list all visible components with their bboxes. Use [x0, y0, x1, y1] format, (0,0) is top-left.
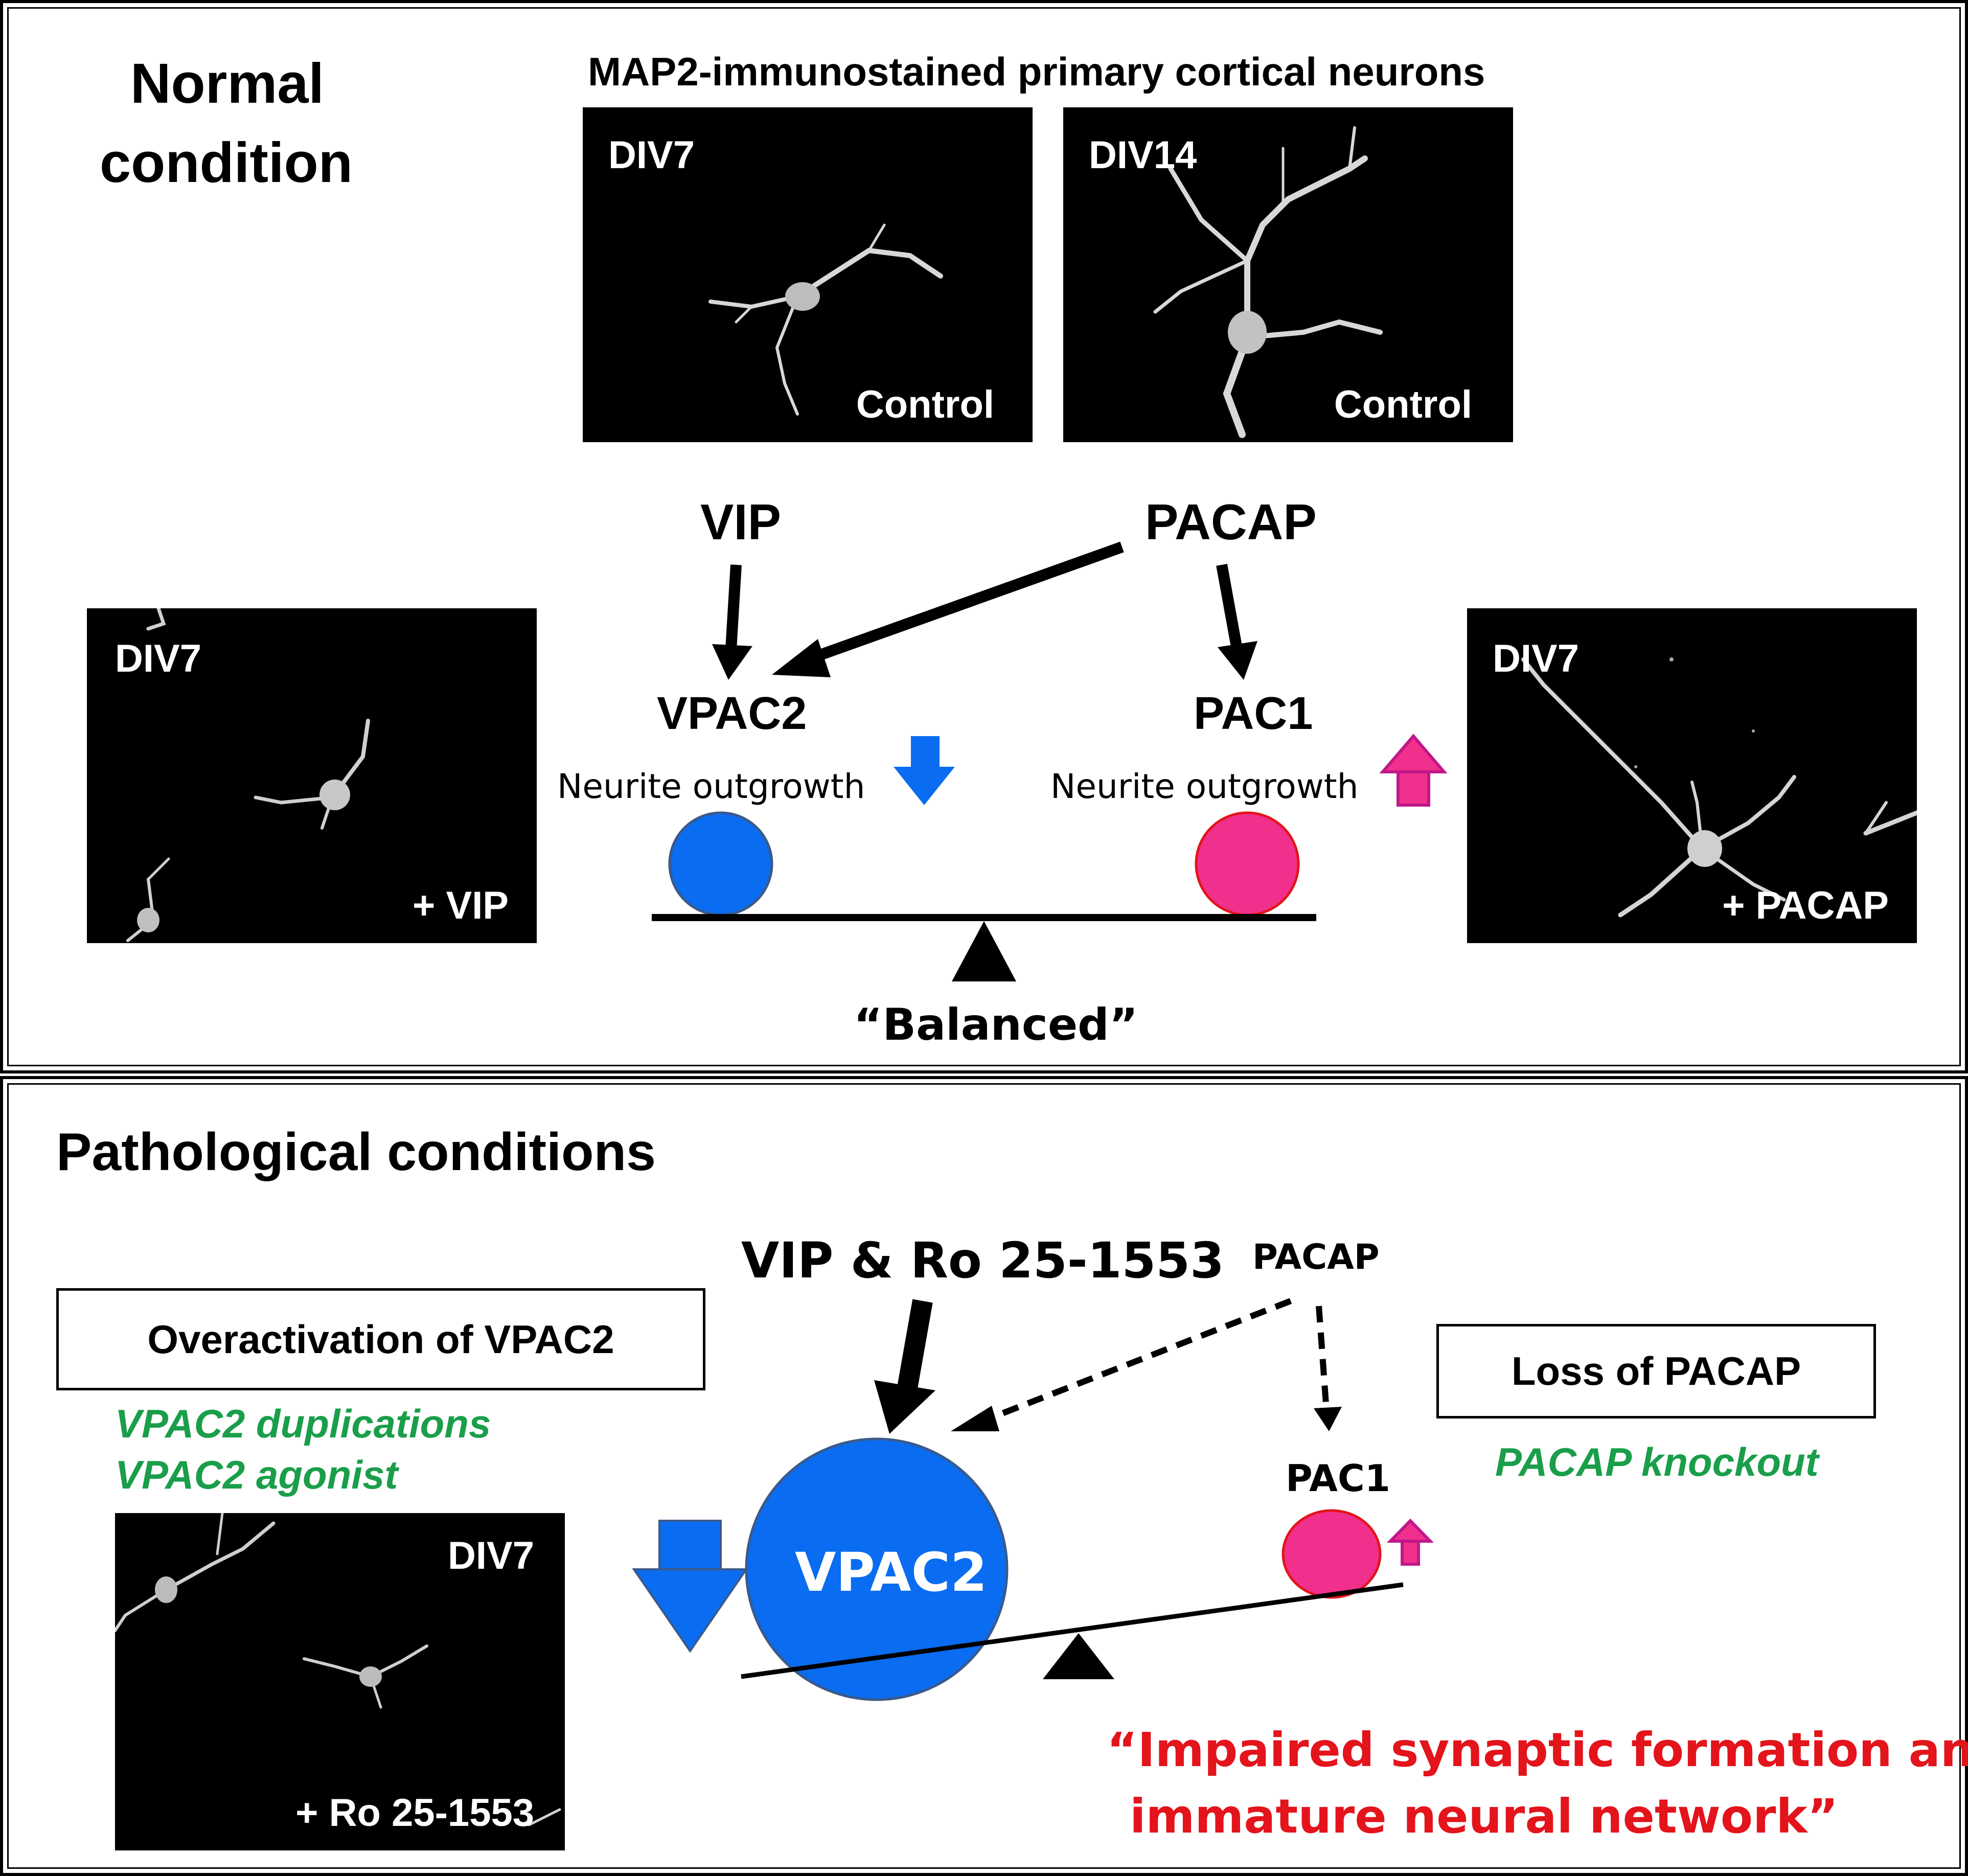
overactivation-box-label: Overactivation of VPAC2: [147, 1316, 614, 1362]
div-label: DIV7: [608, 133, 695, 177]
treatment-label: + Ro 25-1553: [295, 1791, 534, 1835]
ligand-vip-label: VIP: [700, 494, 781, 550]
micrograph-div7-pacap: DIV7 + PACAP: [1467, 608, 1917, 943]
big-down-arrow-icon: [632, 1520, 748, 1653]
normal-title-line2: condition: [100, 131, 353, 194]
receptor-pac1-label: PAC1: [1194, 688, 1313, 739]
pathological-conditions-panel: [0, 1076, 1968, 1876]
ligand-pacap-label: PACAP: [1145, 494, 1317, 550]
cause-right-1: PACAP knockout: [1495, 1439, 1819, 1484]
treatment-label: + VIP: [413, 884, 509, 927]
dashed-arrow-pacap-to-vpac2: [951, 1298, 1292, 1431]
neuron-image: [708, 223, 943, 416]
small-up-arrow-icon: [1386, 1518, 1434, 1566]
effect-left-label: Neurite outgrowth: [557, 767, 865, 806]
normal-title-line1: Normal: [130, 52, 324, 115]
loss-of-pacap-box-label: Loss of PACAP: [1511, 1348, 1801, 1393]
div-label: DIV7: [1493, 637, 1579, 680]
thick-arrow-vip-ro-to-vpac2: [874, 1299, 935, 1434]
ligand-vip-ro-label: VIP & Ro 25-1553: [741, 1232, 1224, 1289]
neuron-image: [1153, 126, 1383, 438]
neuron-image: [126, 608, 370, 942]
micrograph-div14-control: DIV14 Control: [1063, 107, 1513, 442]
fulcrum-triangle: [952, 921, 1016, 981]
cause-left-1: VPAC2 duplications: [115, 1401, 491, 1446]
dashed-arrow-pacap-to-pac1: [1314, 1306, 1342, 1431]
micrograph-heading: MAP2-immunostained primary cortical neur…: [588, 49, 1485, 94]
pathological-title: Pathological conditions: [56, 1123, 656, 1182]
treatment-label: + PACAP: [1722, 884, 1889, 927]
receptor-pac1-small-label: PAC1: [1286, 1457, 1390, 1500]
arrow-vip-to-vpac2: [712, 564, 752, 680]
outcome-line2: immature neural network”: [1130, 1789, 1839, 1844]
overactivation-box: Overactivation of VPAC2: [56, 1288, 705, 1390]
div-label: DIV7: [448, 1534, 534, 1577]
micrograph-div7-control: DIV7 Control: [583, 107, 1033, 442]
micrograph-div7-vip: DIV7 + VIP: [87, 608, 537, 943]
up-arrow-icon: [1379, 734, 1448, 807]
balanced-state-label: “Balanced”: [854, 999, 1138, 1050]
div-label: DIV14: [1089, 133, 1197, 177]
neuron-image: [115, 1513, 561, 1826]
div-label: DIV7: [115, 637, 201, 680]
arrow-pacap-to-vpac2: [772, 541, 1124, 677]
outcome-line1: “Impaired synaptic formation and: [1107, 1723, 1968, 1777]
normal-condition-panel-inner: [7, 7, 1961, 1066]
neuron-image: [1521, 657, 1917, 918]
pathological-conditions-panel-inner: [7, 1083, 1961, 1869]
cause-left-2: VPAC2 agonist: [115, 1452, 398, 1497]
loss-of-pacap-box: Loss of PACAP: [1436, 1324, 1876, 1419]
arrow-pacap-to-pac1: [1216, 564, 1257, 680]
ligand-pacap-dashed-label: PACAP: [1252, 1237, 1380, 1277]
effect-right-label: Neurite outgrowth: [1050, 767, 1359, 806]
down-arrow-icon: [894, 736, 955, 805]
treatment-label: Control: [856, 383, 994, 426]
receptor-vpac2-label: VPAC2: [657, 688, 807, 739]
micrograph-div7-ro25-1553: DIV7 + Ro 25-1553: [115, 1513, 565, 1850]
normal-condition-panel: [0, 0, 1968, 1073]
tilted-fulcrum-triangle: [1043, 1633, 1114, 1679]
tilted-balance-beam: [741, 1582, 1404, 1679]
treatment-label: Control: [1334, 383, 1472, 426]
pac1-small-circle: [1282, 1509, 1382, 1599]
receptor-vpac2-circle-label: VPAC2: [795, 1541, 988, 1604]
